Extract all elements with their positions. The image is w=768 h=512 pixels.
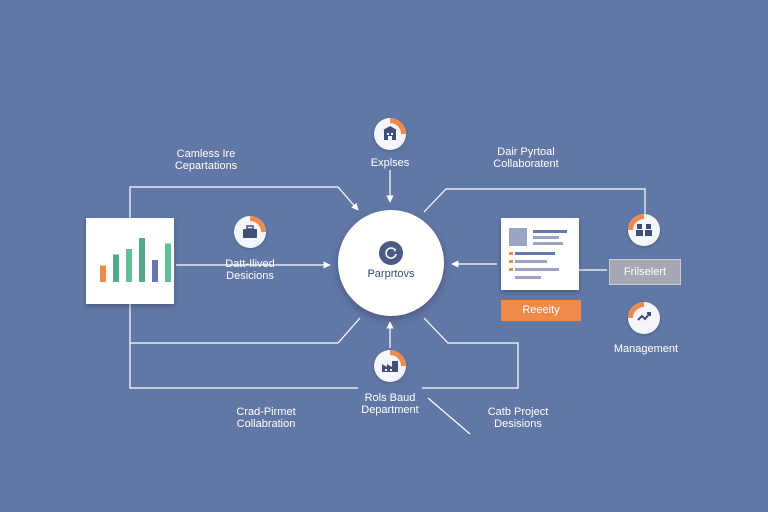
team-icon xyxy=(628,214,660,246)
mini-bar-chart xyxy=(100,238,171,282)
chart-bar xyxy=(126,249,132,282)
chart-bar xyxy=(165,243,171,282)
briefcase-icon xyxy=(234,216,266,248)
frilselert-button[interactable]: Frilselert xyxy=(609,259,681,285)
connector-bottom-right xyxy=(422,317,519,389)
reeeity-button[interactable]: Reeeity xyxy=(501,300,581,321)
building-icon xyxy=(374,118,406,150)
bar-chart-card xyxy=(86,218,174,304)
label-top-center: Explses xyxy=(370,157,410,169)
hub-node[interactable]: Parprtovs xyxy=(338,210,444,316)
label-bottom-left: Crad-Pirmet Collabration xyxy=(236,406,296,430)
chart-bar xyxy=(113,254,119,282)
hub-label: Parprtovs xyxy=(367,268,415,280)
connector-top-left xyxy=(129,186,359,218)
factory-icon xyxy=(374,350,406,382)
chart-bar xyxy=(100,265,106,282)
label-bottom-center: Rols Baud Department xyxy=(361,392,419,416)
chart-bar xyxy=(139,238,145,282)
document-card xyxy=(501,218,579,290)
label-top-left: Camless Ire Cepartations xyxy=(174,148,238,172)
label-bottom-right: Catb Project Desisions xyxy=(487,406,549,430)
connector-bottom-left xyxy=(129,304,361,344)
connector-bottom-right-diagonal xyxy=(427,397,471,435)
label-top-right: Dair Pyrtoal Collaboratent xyxy=(493,146,559,170)
label-data-lived: Datt-Ilived Desicions xyxy=(225,258,275,282)
label-management: Management xyxy=(613,343,679,355)
refresh-icon xyxy=(379,241,403,265)
chart-bar xyxy=(152,260,158,282)
connector-bottom-left-outer xyxy=(129,343,358,389)
connector-top-right xyxy=(423,188,646,214)
handshake-icon xyxy=(628,302,660,334)
